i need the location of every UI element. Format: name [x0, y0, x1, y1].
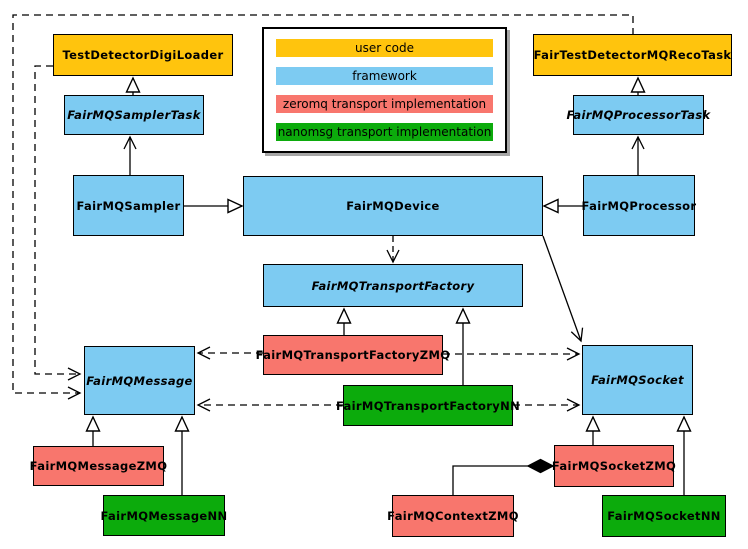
legend-item-user-code: user code — [276, 39, 493, 57]
node-fairmq-transport-factory-nn: FairMQTransportFactoryNN — [336, 385, 520, 426]
edge-recotask-message — [12, 14, 634, 400]
legend: user code framework zeromq transport imp… — [262, 27, 507, 153]
node-fairmq-message-zmq: FairMQMessageZMQ — [30, 446, 167, 486]
node-fairmq-sampler: FairMQSampler — [73, 175, 184, 236]
node-fair-test-detector-mq-reco-task: FairTestDetectorMQRecoTask — [533, 34, 732, 76]
edge-digiloader-message — [34, 65, 82, 381]
edge-device-socket — [542, 235, 584, 343]
node-fairmq-transport-factory: FairMQTransportFactory — [263, 264, 523, 307]
node-fairmq-message-nn: FairMQMessageNN — [101, 495, 227, 536]
edge-contextzmq-socketzmq — [452, 466, 553, 495]
node-fairmq-socket-zmq: FairMQSocketZMQ — [552, 445, 676, 487]
legend-item-zeromq: zeromq transport implementation — [276, 95, 493, 113]
node-fairmq-message: FairMQMessage — [84, 346, 195, 415]
legend-item-nanomsg: nanomsg transport implementation — [276, 123, 493, 141]
node-fairmq-sampler-task: FairMQSamplerTask — [64, 95, 204, 135]
legend-item-framework: framework — [276, 67, 493, 85]
node-fairmq-context-zmq: FairMQContextZMQ — [387, 495, 518, 537]
node-fairmq-device: FairMQDevice — [243, 176, 543, 236]
node-fairmq-socket-nn: FairMQSocketNN — [602, 495, 726, 537]
node-test-detector-digi-loader: TestDetectorDigiLoader — [53, 34, 233, 76]
node-fairmq-transport-factory-zmq: FairMQTransportFactoryZMQ — [256, 335, 450, 375]
node-fairmq-processor-task: FairMQProcessorTask — [566, 95, 710, 135]
node-fairmq-socket: FairMQSocket — [582, 345, 693, 415]
node-fairmq-processor: FairMQProcessor — [582, 175, 696, 236]
